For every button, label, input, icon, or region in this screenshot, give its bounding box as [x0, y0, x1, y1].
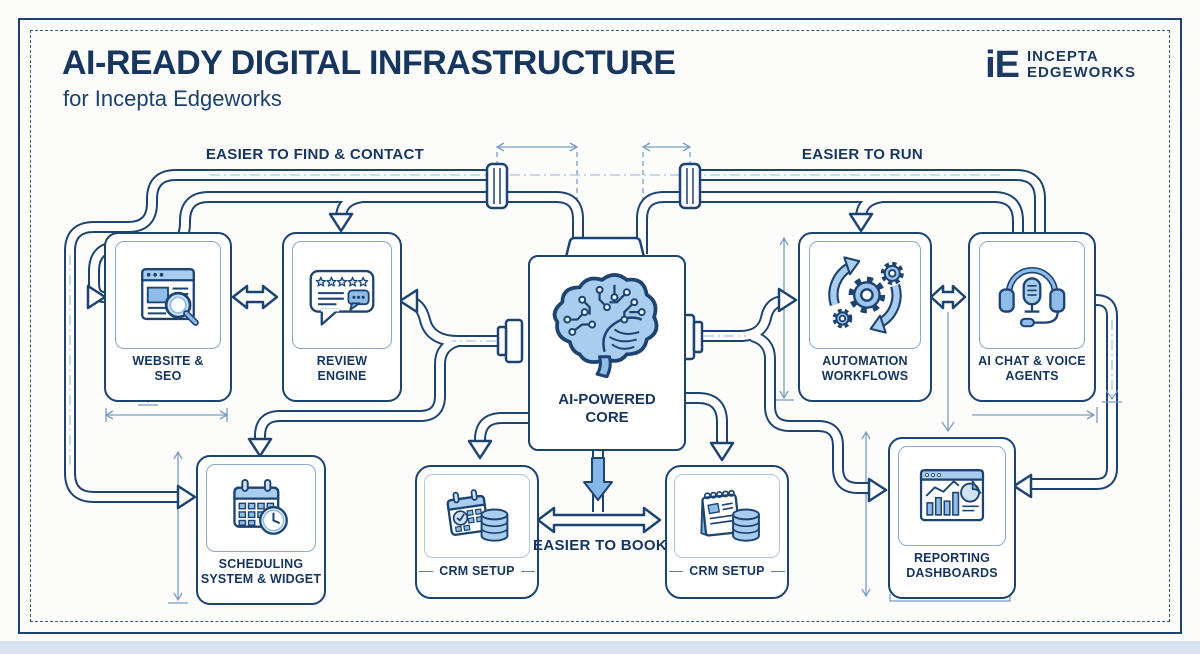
gears-cycle-icon — [828, 256, 904, 334]
notepad-database-icon — [700, 489, 760, 542]
node-label: AI-POWERED CORE — [558, 391, 656, 426]
page-title: AI-READY DIGITAL INFRASTRUCTURE — [62, 44, 676, 82]
node-label: AI CHAT & VOICE AGENTS — [978, 354, 1086, 383]
node-label: CRM SETUP — [439, 564, 515, 578]
section-label-run: EASIER TO RUN — [801, 146, 924, 163]
logo-line2: EDGEWORKS — [1026, 64, 1136, 81]
headset-mic-icon — [998, 267, 1066, 328]
circuit-brain-icon — [552, 273, 659, 379]
review-stars-chat-icon — [309, 269, 375, 326]
node-automation-workflows: AUTOMATION WORKFLOWS — [798, 232, 932, 402]
node-label: CRM SETUP — [689, 564, 765, 578]
bottom-accent-strip — [0, 641, 1200, 654]
down-arrow-core-to-book — [583, 457, 613, 501]
label-dash-right — [770, 570, 785, 572]
node-website-seo: WEBSITE & SEO — [104, 232, 232, 402]
pipe-couplings — [485, 162, 704, 364]
page-subtitle: for Incepta Edgeworks — [63, 86, 282, 111]
dimension-lines — [104, 142, 1098, 604]
node-label: REPORTING DASHBOARDS — [906, 551, 998, 580]
node-label: AUTOMATION WORKFLOWS — [821, 354, 909, 383]
node-review-engine: REVIEW ENGINE — [282, 232, 402, 402]
company-logo: iE INCEPTA EDGEWORKS — [985, 46, 1136, 84]
label-dash-left — [669, 570, 684, 572]
node-ai-chat-voice: AI CHAT & VOICE AGENTS — [968, 232, 1096, 402]
node-label: SCHEDULING SYSTEM & WIDGET — [200, 557, 322, 586]
node-crm-setup-2: CRM SETUP — [665, 465, 789, 599]
pipe-centerlines — [69, 174, 1113, 465]
label-dash-left — [419, 570, 434, 572]
node-scheduling: SCHEDULING SYSTEM & WIDGET — [196, 455, 326, 605]
calendar-database-icon — [446, 489, 509, 542]
calendar-clock-icon — [233, 478, 288, 535]
arrowheads — [86, 212, 1033, 534]
label-dash-right — [520, 570, 535, 572]
logo-monogram: iE — [985, 44, 1020, 86]
node-label: WEBSITE & SEO — [132, 354, 204, 383]
logo-line1: INCEPTA — [1026, 47, 1099, 65]
node-label: REVIEW ENGINE — [316, 354, 368, 383]
section-label-find-contact: EASIER TO FIND & CONTACT — [205, 146, 425, 163]
dashboard-charts-icon — [919, 469, 985, 522]
section-label-book: EASIER TO BOOK — [533, 537, 667, 554]
node-reporting-dashboards: REPORTING DASHBOARDS — [888, 437, 1016, 599]
browser-search-icon — [141, 268, 199, 326]
node-crm-setup-1: CRM SETUP — [415, 465, 539, 599]
node-ai-powered-core: AI-POWERED CORE — [528, 255, 686, 451]
